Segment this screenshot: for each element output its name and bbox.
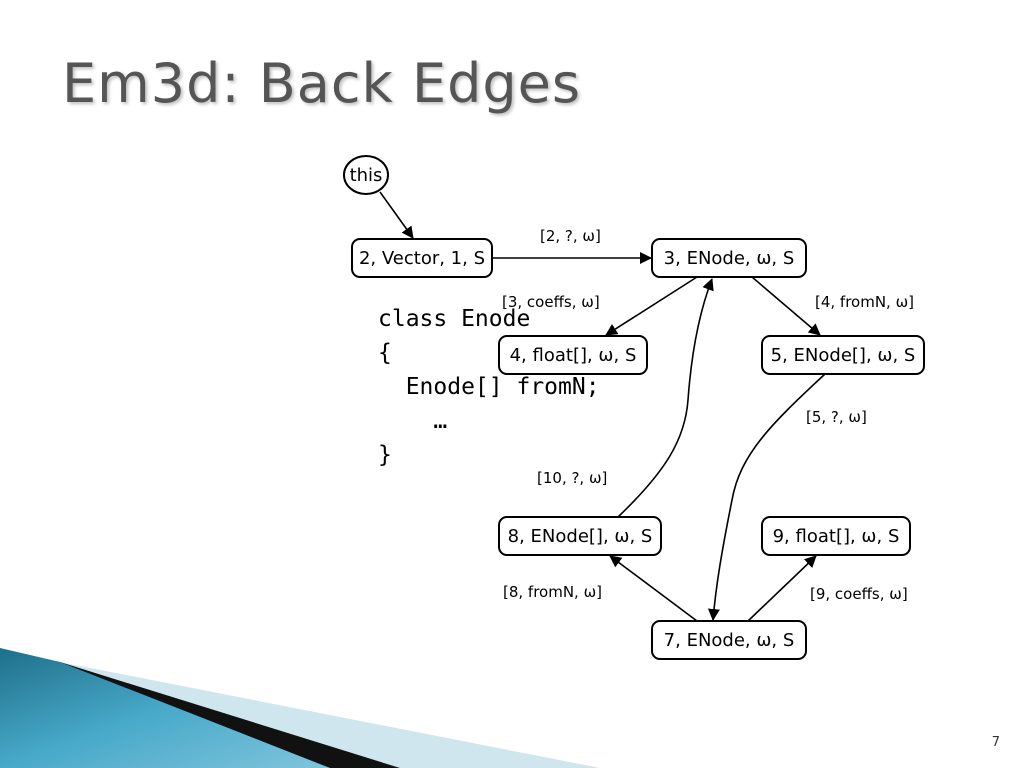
edge-3-to-5 — [751, 276, 821, 336]
edge-7-to-8 — [609, 555, 698, 622]
node-3: 3, ENode, ω, S — [651, 238, 807, 278]
node-2: 2, Vector, 1, S — [351, 238, 493, 278]
code-line: … — [378, 408, 448, 434]
edge-label-3-4: [3, coeffs, ω] — [502, 293, 600, 311]
node-5-label: 5, ENode[], ω, S — [771, 345, 916, 366]
edge-this-to-2 — [379, 191, 414, 239]
node-4: 4, float[], ω, S — [498, 335, 648, 375]
node-7-label: 7, ENode, ω, S — [664, 630, 795, 651]
node-5: 5, ENode[], ω, S — [761, 335, 925, 375]
edge-5-to-7 — [707, 373, 826, 621]
edge-label-7-9: [9, coeffs, ω] — [810, 585, 908, 603]
edge-8-to-3 — [617, 278, 714, 518]
node-7: 7, ENode, ω, S — [651, 620, 807, 660]
node-2-label: 2, Vector, 1, S — [359, 248, 485, 269]
node-4-label: 4, float[], ω, S — [510, 345, 637, 366]
edge-label-8-3: [10, ?, ω] — [537, 469, 607, 487]
edge-label-5-7: [5, ?, ω] — [806, 408, 867, 426]
page-number: 7 — [991, 735, 1000, 750]
node-8-label: 8, ENode[], ω, S — [508, 526, 653, 547]
edge-label-2-3: [2, ?, ω] — [540, 227, 601, 245]
code-line: { — [378, 340, 392, 366]
edge-3-to-4 — [605, 276, 698, 336]
edge-7-to-9 — [747, 555, 817, 622]
code-line: class Enode — [378, 306, 531, 332]
node-this-label: this — [350, 165, 383, 186]
edge-label-3-5: [4, fromN, ω] — [815, 293, 914, 311]
code-line: } — [378, 442, 392, 468]
code-line: Enode[] fromN; — [378, 374, 600, 400]
decoration-blue-band — [0, 648, 330, 768]
code-snippet: class Enode { Enode[] fromN; …} — [378, 302, 600, 472]
node-3-label: 3, ENode, ω, S — [664, 248, 795, 269]
edge-label-7-8: [8, fromN, ω] — [503, 583, 602, 601]
node-8: 8, ENode[], ω, S — [498, 516, 662, 556]
slide-title: Em3d: Back Edges — [62, 52, 582, 115]
node-this: this — [343, 155, 389, 195]
node-9: 9, float[], ω, S — [761, 516, 911, 556]
node-9-label: 9, float[], ω, S — [773, 526, 900, 547]
